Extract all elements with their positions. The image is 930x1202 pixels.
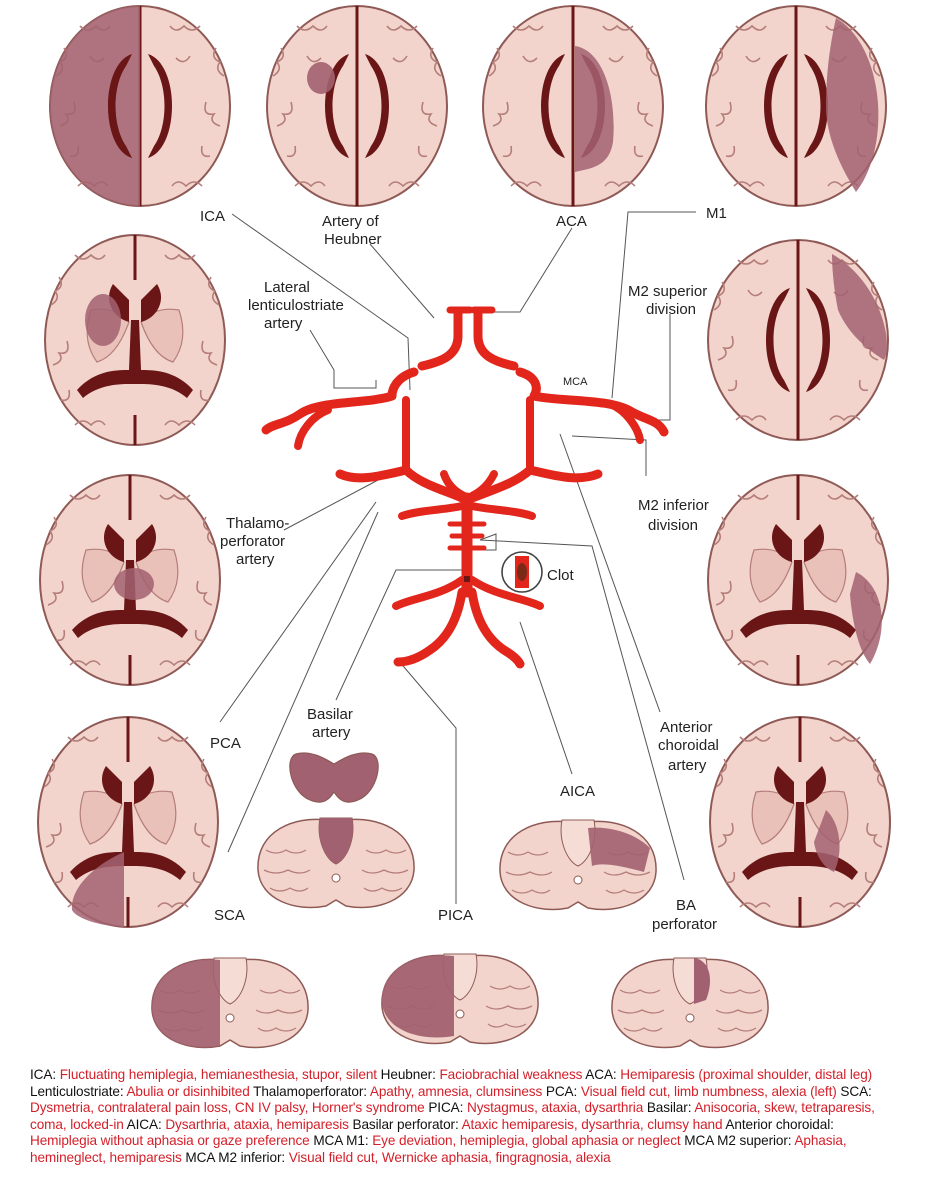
label-m2sup-2: division (646, 301, 696, 318)
label-lateral-1: Lateral (264, 279, 310, 296)
label-mca: MCA (563, 376, 588, 388)
brain-lenticulostriate-territory (43, 233, 227, 447)
cerebellum-ba-perforator (611, 957, 769, 1049)
label-anterior-3: artery (668, 757, 707, 774)
label-heubner-1: Artery of (322, 213, 380, 230)
label-pca: PCA (210, 735, 241, 752)
legend-term: MCA M2 inferior: (185, 1149, 289, 1165)
label-ba-2: perforator (652, 916, 717, 933)
label-ba-1: BA (676, 897, 696, 914)
legend-desc: Eye deviation, hemiplegia, global aphasi… (372, 1133, 685, 1149)
label-lateral-2: lenticulostriate (248, 297, 344, 314)
brain-heubner-territory (265, 4, 449, 208)
cerebellum-basilar (257, 817, 415, 909)
diagram-labels: ICA Artery of Heubner ACA M1 Lateral len… (200, 205, 727, 933)
legend-term: MCA M1: (313, 1133, 373, 1149)
legend-term: Thalamoperforator: (253, 1083, 370, 1099)
clot-inset (464, 551, 543, 593)
label-m1: M1 (706, 205, 727, 222)
legend-desc: Dysmetria, contralateral pain loss, CN I… (30, 1100, 429, 1116)
brain-anterior-choroidal-territory (708, 715, 892, 929)
brain-aca-territory (481, 4, 665, 208)
legend-term: Heubner: (380, 1067, 440, 1082)
label-aca: ACA (556, 213, 587, 230)
label-anterior-2: choroidal (658, 737, 719, 754)
legend-desc: Hemiplegia without aphasia or gaze prefe… (30, 1133, 314, 1149)
label-clot: Clot (547, 567, 575, 584)
label-sca: SCA (214, 907, 245, 924)
label-thalamo-3: artery (236, 551, 275, 568)
legend-desc: Nystagmus, ataxia, dysarthria (467, 1100, 647, 1116)
legend-term: PCA: (545, 1083, 581, 1099)
label-anterior-1: Anterior (660, 719, 713, 736)
label-basilar-1: Basilar (307, 706, 353, 723)
legend-desc: Anisocoria, skew, tetraparesis, coma, lo… (30, 1100, 875, 1132)
brain-m1-territory (704, 4, 888, 208)
legend-term: Lenticulostriate: (30, 1083, 127, 1099)
legend-term: ICA: (30, 1067, 60, 1082)
legend-term: Basilar perforator: (352, 1116, 462, 1132)
syndrome-legend: ICA: Fluctuating hemiplegia, hemianesthe… (30, 1067, 902, 1167)
label-basilar-2: artery (312, 724, 351, 741)
label-thalamo-1: Thalamo- (226, 515, 289, 532)
label-m2inf-1: M2 inferior (638, 497, 709, 514)
cerebellum-aica (499, 819, 657, 911)
legend-desc: Apathy, amnesia, clumsiness (369, 1083, 546, 1099)
cerebellum-pica (381, 953, 539, 1045)
legend-term: ACA: (585, 1067, 621, 1082)
brain-thalamoperforator-territory (38, 473, 222, 687)
brain-ica-territory (48, 4, 232, 208)
label-lateral-3: artery (264, 315, 303, 332)
legend-term: AICA: (126, 1116, 166, 1132)
label-thalamo-2: perforator (220, 533, 285, 550)
brain-pca-territory (36, 715, 220, 929)
brain-m2-inferior-territory (706, 473, 890, 687)
legend-desc: Aphasia, hemineglect, hemiparesis (30, 1133, 847, 1165)
label-m2inf-2: division (648, 517, 698, 534)
legend-desc: Hemiparesis (proximal shoulder, distal l… (620, 1067, 873, 1082)
label-pica: PICA (438, 907, 473, 924)
legend-desc: Faciobrachial weakness (439, 1067, 586, 1082)
cerebellum-sca (151, 957, 309, 1049)
label-heubner-2: Heubner (324, 231, 382, 248)
legend-desc: Visual field cut, Wernicke aphasia, fing… (288, 1149, 611, 1165)
legend-term: PICA: (428, 1100, 467, 1116)
label-aica: AICA (560, 783, 595, 800)
brain-m2-superior-territory (706, 238, 890, 442)
legend-desc: Visual field cut, limb numbness, alexia … (580, 1083, 841, 1099)
legend-desc: Dysarthria, ataxia, hemiparesis (165, 1116, 353, 1132)
circle-of-willis (261, 306, 669, 669)
label-m2sup-1: M2 superior (628, 283, 707, 300)
legend-term: Anterior choroidal: (725, 1116, 834, 1132)
legend-desc: Ataxic hemiparesis, dysarthria, clumsy h… (461, 1116, 726, 1132)
stroke-territory-diagram: ICA Artery of Heubner ACA M1 Lateral len… (36, 4, 892, 1049)
legend-term: Basilar: (646, 1100, 695, 1116)
label-ica: ICA (200, 208, 225, 225)
midbrain-basilar-upper (289, 752, 379, 803)
legend-term: SCA: (840, 1083, 872, 1099)
legend-desc: Abulia or disinhibited (126, 1083, 254, 1099)
legend-term: MCA M2 superior: (684, 1133, 795, 1149)
legend-desc: Fluctuating hemiplegia, hemianesthesia, … (59, 1067, 381, 1082)
